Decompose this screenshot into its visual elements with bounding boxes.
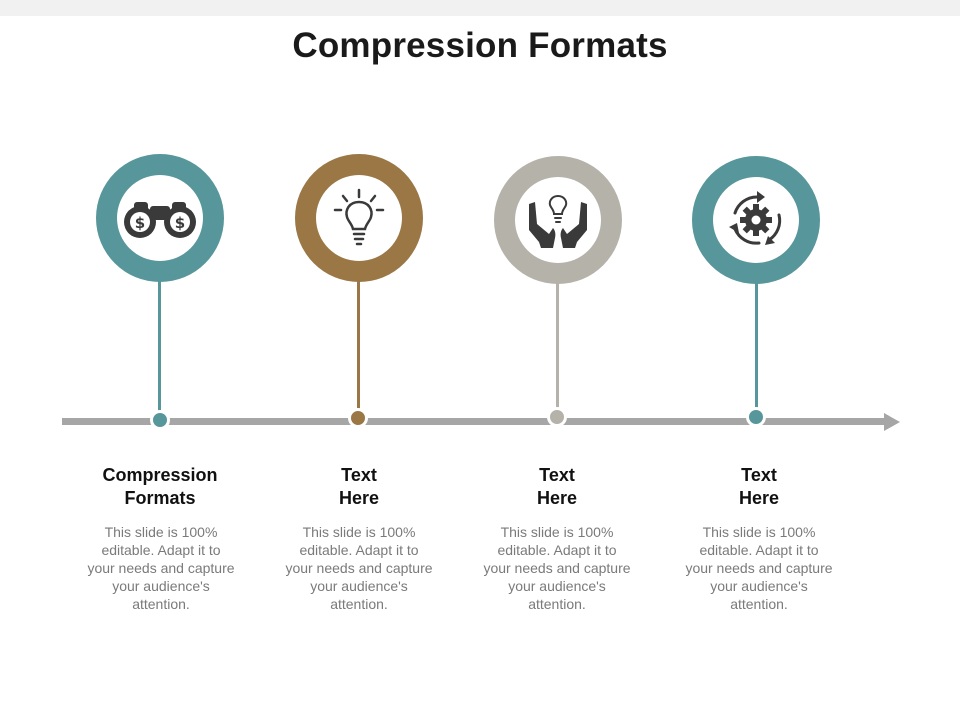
step-3-stem	[556, 280, 559, 416]
timeline-arrow-head	[884, 413, 900, 431]
step-1-stem	[158, 280, 161, 420]
svg-text:$: $	[175, 214, 185, 232]
step-1-description: This slide is 100% editable. Adapt it to…	[87, 524, 235, 612]
step-2-ring	[295, 154, 423, 282]
step-1-title: Compression Formats	[102, 465, 218, 508]
top-bar	[0, 0, 960, 16]
step-2-icon-holder	[316, 175, 402, 261]
step-4-title: Text Here	[738, 465, 780, 508]
svg-text:$: $	[135, 214, 145, 232]
lightbulb-icon	[333, 188, 385, 246]
step-2-dot	[348, 408, 368, 428]
page-title: Compression Formats	[292, 26, 668, 65]
step-1-icon-holder: $ $	[117, 175, 203, 261]
timeline-track	[62, 418, 886, 425]
binoculars-dollar-icon: $ $	[124, 202, 196, 238]
step-4-icon-holder	[713, 177, 799, 263]
step-2-description: This slide is 100% editable. Adapt it to…	[285, 524, 433, 612]
step-4-dot	[746, 407, 766, 427]
step-1-ring: $ $	[96, 154, 224, 282]
step-4-stem	[755, 282, 758, 416]
hands-lightbulb-icon	[529, 194, 587, 248]
step-3-title: Text Here	[536, 465, 578, 508]
step-2-title: Text Here	[338, 465, 380, 508]
gear-cycle-icon	[729, 191, 782, 245]
step-3-description: This slide is 100% editable. Adapt it to…	[483, 524, 631, 612]
step-3-icon-holder	[515, 177, 601, 263]
step-4-description: This slide is 100% editable. Adapt it to…	[685, 524, 833, 612]
step-2-stem	[357, 280, 360, 420]
step-4-ring	[692, 156, 820, 284]
step-1-dot	[150, 410, 170, 430]
step-3-ring	[494, 156, 622, 284]
step-3-dot	[547, 407, 567, 427]
